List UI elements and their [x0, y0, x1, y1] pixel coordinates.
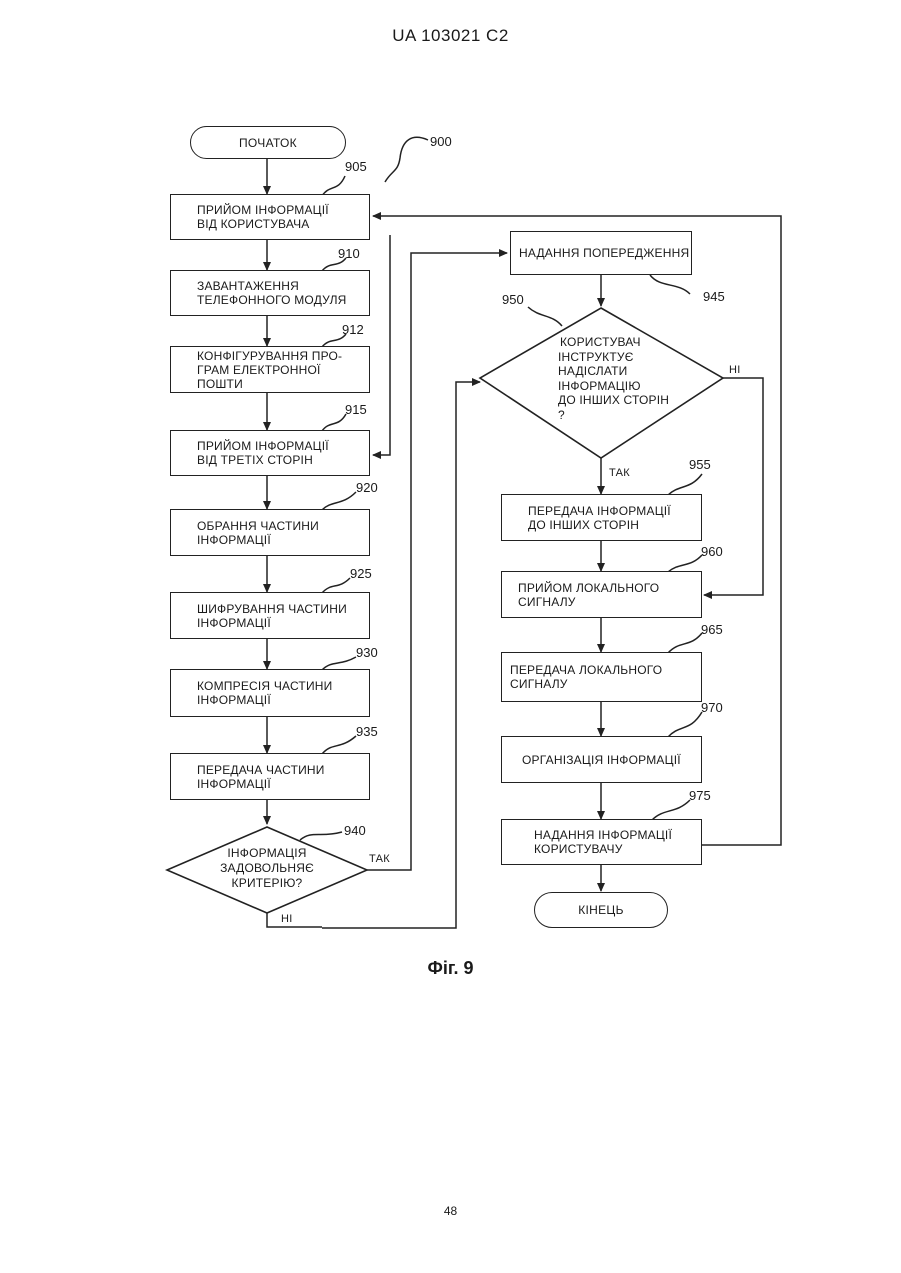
leader-940 — [300, 832, 342, 840]
step-965-line-2: СИГНАЛУ — [510, 677, 662, 691]
step-935-line-2: ІНФОРМАЦІЇ — [197, 777, 325, 791]
step-975-line-1: НАДАННЯ ІНФОРМАЦІЇ — [534, 828, 672, 842]
arrow-loop-to-915 — [373, 235, 390, 455]
decision-940-line-1: ІНФОРМАЦІЯ — [207, 846, 327, 861]
step-910-box: ЗАВАНТАЖЕННЯТЕЛЕФОННОГО МОДУЛЯ — [170, 270, 370, 316]
step-912-line-2: ГРАМ ЕЛЕКТРОННОЇ ПОШТИ — [197, 363, 369, 391]
step-925-line-1: ШИФРУВАННЯ ЧАСТИНИ — [197, 602, 347, 616]
step-955-box: ПЕРЕДАЧА ІНФОРМАЦІЇДО ІНШИХ СТОРІН — [501, 494, 702, 541]
step-930-box: КОМПРЕСІЯ ЧАСТИНИІНФОРМАЦІЇ — [170, 669, 370, 717]
step-920-box: ОБРАННЯ ЧАСТИНИІНФОРМАЦІЇ — [170, 509, 370, 556]
decision-940-text: ІНФОРМАЦІЯ ЗАДОВОЛЬНЯЄ КРИТЕРІЮ? — [207, 846, 327, 891]
step-945-box: НАДАННЯ ПОПЕРЕДЖЕННЯ — [510, 231, 692, 275]
decision-950-line-1: КОРИСТУВАЧ — [540, 335, 670, 350]
leader-965 — [668, 633, 702, 653]
arrow-940-no-950 — [267, 913, 322, 927]
leader-975 — [652, 800, 690, 820]
leader-900 — [385, 137, 428, 182]
ref-900: 900 — [430, 134, 452, 149]
step-912-box: КОНФІГУРУВАННЯ ПРО-ГРАМ ЕЛЕКТРОННОЇ ПОШТ… — [170, 346, 370, 393]
step-970-box: ОРГАНІЗАЦІЯ ІНФОРМАЦІЇ — [501, 736, 702, 783]
decision-950-line-2: ІНСТРУКТУЄ — [540, 350, 670, 365]
step-915-line-2: ВІД ТРЕТІХ СТОРІН — [197, 453, 329, 467]
start-terminal: ПОЧАТОК — [190, 126, 346, 159]
ref-935: 935 — [356, 724, 378, 739]
step-975-line-2: КОРИСТУВАЧУ — [534, 842, 672, 856]
decision-940-no-label: НІ — [281, 913, 293, 925]
decision-940-yes-label: ТАК — [369, 853, 390, 865]
decision-950-line-5: ДО ІНШИХ СТОРІН ? — [540, 393, 670, 422]
step-965-line-1: ПЕРЕДАЧА ЛОКАЛЬНОГО — [510, 663, 662, 677]
leader-935 — [322, 736, 356, 754]
step-960-line-1: ПРИЙОМ ЛОКАЛЬНОГО — [518, 581, 659, 595]
ref-955: 955 — [689, 457, 711, 472]
ref-925: 925 — [350, 566, 372, 581]
ref-950: 950 — [502, 292, 524, 307]
decision-950-no-label: НІ — [729, 364, 741, 376]
step-965-box: ПЕРЕДАЧА ЛОКАЛЬНОГОСИГНАЛУ — [501, 652, 702, 702]
step-905-line-1: ПРИЙОМ ІНФОРМАЦІЇ — [197, 203, 329, 217]
decision-940-line-2: ЗАДОВОЛЬНЯЄ — [207, 861, 327, 876]
decision-950-line-3: НАДІСЛАТИ — [540, 364, 670, 379]
step-970-line-1: ОРГАНІЗАЦІЯ ІНФОРМАЦІЇ — [522, 753, 681, 767]
leader-945 — [650, 275, 690, 294]
step-910-line-2: ТЕЛЕФОННОГО МОДУЛЯ — [197, 293, 347, 307]
step-915-box: ПРИЙОМ ІНФОРМАЦІЇВІД ТРЕТІХ СТОРІН — [170, 430, 370, 476]
ref-940: 940 — [344, 823, 366, 838]
ref-945: 945 — [703, 289, 725, 304]
leader-955 — [668, 474, 702, 495]
ref-930: 930 — [356, 645, 378, 660]
step-960-box: ПРИЙОМ ЛОКАЛЬНОГОСИГНАЛУ — [501, 571, 702, 618]
decision-950-text: КОРИСТУВАЧ ІНСТРУКТУЄ НАДІСЛАТИ ІНФОРМАЦ… — [540, 335, 670, 422]
step-915-line-1: ПРИЙОМ ІНФОРМАЦІЇ — [197, 439, 329, 453]
step-910-line-1: ЗАВАНТАЖЕННЯ — [197, 279, 347, 293]
leader-960 — [668, 555, 702, 572]
step-920-line-2: ІНФОРМАЦІЇ — [197, 533, 319, 547]
step-955-line-2: ДО ІНШИХ СТОРІН — [528, 518, 671, 532]
step-935-box: ПЕРЕДАЧА ЧАСТИНИІНФОРМАЦІЇ — [170, 753, 370, 800]
step-905-line-2: ВІД КОРИСТУВАЧА — [197, 217, 329, 231]
leader-950 — [528, 307, 562, 326]
decision-940-line-3: КРИТЕРІЮ? — [207, 876, 327, 891]
decision-950-line-4: ІНФОРМАЦІЮ — [540, 379, 670, 394]
step-960-line-2: СИГНАЛУ — [518, 595, 659, 609]
decision-950-yes-label: ТАК — [609, 467, 630, 479]
step-925-line-2: ІНФОРМАЦІЇ — [197, 616, 347, 630]
ref-975: 975 — [689, 788, 711, 803]
ref-965: 965 — [701, 622, 723, 637]
leader-905 — [322, 176, 345, 196]
ref-910: 910 — [338, 246, 360, 261]
ref-920: 920 — [356, 480, 378, 495]
end-terminal: КІНЕЦЬ — [534, 892, 668, 928]
step-925-box: ШИФРУВАННЯ ЧАСТИНИІНФОРМАЦІЇ — [170, 592, 370, 639]
figure-caption: Фiг. 9 — [0, 958, 901, 979]
step-935-line-1: ПЕРЕДАЧА ЧАСТИНИ — [197, 763, 325, 777]
step-920-line-1: ОБРАННЯ ЧАСТИНИ — [197, 519, 319, 533]
arrow-950-no-960 — [704, 378, 763, 595]
step-930-line-1: КОМПРЕСІЯ ЧАСТИНИ — [197, 679, 332, 693]
leader-970 — [668, 712, 702, 737]
leader-920 — [322, 492, 356, 510]
step-930-line-2: ІНФОРМАЦІЇ — [197, 693, 332, 707]
ref-912: 912 — [342, 322, 364, 337]
leader-915 — [322, 414, 346, 431]
page-number: 48 — [0, 1204, 901, 1218]
step-955-line-1: ПЕРЕДАЧА ІНФОРМАЦІЇ — [528, 504, 671, 518]
step-912-line-1: КОНФІГУРУВАННЯ ПРО- — [197, 349, 369, 363]
ref-915: 915 — [345, 402, 367, 417]
leader-925 — [322, 578, 350, 593]
ref-905: 905 — [345, 159, 367, 174]
arrow-940-yes-945 — [367, 253, 507, 870]
ref-970: 970 — [701, 700, 723, 715]
step-945-line-1: НАДАННЯ ПОПЕРЕДЖЕННЯ — [519, 246, 689, 260]
step-975-box: НАДАННЯ ІНФОРМАЦІЇКОРИСТУВАЧУ — [501, 819, 702, 865]
ref-960: 960 — [701, 544, 723, 559]
step-905-box: ПРИЙОМ ІНФОРМАЦІЇВІД КОРИСТУВАЧА — [170, 194, 370, 240]
